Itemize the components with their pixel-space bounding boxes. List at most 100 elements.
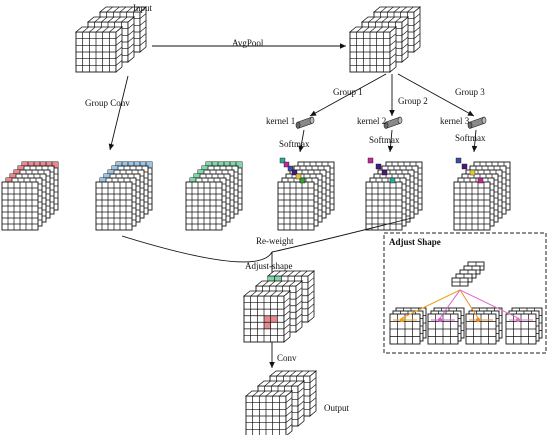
- inset-connector: [459, 289, 479, 319]
- feature-slice: [453, 181, 491, 231]
- kernel1-shape: [295, 116, 315, 129]
- feature-slab-green: [185, 161, 243, 231]
- cube-side-face: [127, 16, 135, 63]
- inset-connector: [459, 289, 519, 319]
- group1-label: Group 1: [333, 87, 363, 97]
- weight-cell: [381, 169, 388, 176]
- cube-top-face: [242, 290, 292, 297]
- kernel1-label: kernel 1: [266, 116, 296, 126]
- cube-top-face: [86, 16, 136, 23]
- cube-side-face: [115, 26, 123, 73]
- cube-top-face: [74, 26, 124, 33]
- reweight-curve-left: [121, 235, 273, 263]
- adjusted-tensor: [242, 270, 316, 343]
- avgpool-tensor: [348, 6, 422, 73]
- cube-top-face: [266, 270, 316, 277]
- cube-top-face: [360, 16, 410, 23]
- feature-slice: [365, 181, 403, 231]
- feature-slab-blue: [95, 161, 153, 231]
- cube-top-face: [244, 390, 294, 397]
- weight-cell: [299, 177, 306, 184]
- softmax1-label: Softmax: [279, 139, 310, 149]
- weight-cell: [477, 177, 484, 184]
- cube-side-face: [297, 380, 305, 427]
- weight-cell: [389, 177, 396, 184]
- inset-grid-1: [389, 289, 461, 345]
- weight-cell: [469, 169, 476, 176]
- cube-side-face: [295, 280, 303, 333]
- group1-arrow: [309, 73, 387, 117]
- cube-side-face: [139, 6, 147, 53]
- inset-title: Adjust Shape: [389, 237, 441, 247]
- inset-grid-2: [427, 289, 465, 345]
- avgpool-label: AvgPool: [232, 38, 264, 48]
- feature-slab-red: [1, 161, 59, 231]
- cube-side-face: [389, 26, 397, 73]
- feature-slice: [95, 181, 133, 231]
- inset-grid-slice: [389, 313, 421, 345]
- output-tensor: [244, 370, 318, 435]
- adjusted-slice: [243, 295, 285, 343]
- kernel3-shape: [467, 116, 487, 129]
- adjust-shape-inset: [383, 232, 547, 354]
- adjust-shape-label: Adjust-shape: [245, 261, 293, 271]
- softmax3-label: Softmax: [455, 133, 486, 143]
- feature-slice: [277, 181, 315, 231]
- cube-side-face: [401, 16, 409, 63]
- kernel2-label: kernel 2: [357, 116, 387, 126]
- cube-top-face: [348, 26, 398, 33]
- cube-top-face: [254, 280, 304, 287]
- weight-cell: [279, 157, 286, 164]
- conv-label: Conv: [277, 353, 297, 363]
- group2-label: Group 2: [398, 96, 428, 106]
- kernel3-arrow: [471, 129, 478, 153]
- weight-cell: [287, 165, 294, 172]
- inset-grid-slice: [505, 313, 537, 345]
- weight-slab-2: [365, 157, 423, 231]
- softmax2-label: Softmax: [369, 135, 400, 145]
- tensor-slice: [75, 31, 117, 73]
- cube-top-face: [372, 6, 422, 13]
- inset-grid-4: [459, 289, 543, 345]
- avgpool-arrow: [152, 43, 346, 49]
- group3-arrow: [397, 73, 475, 117]
- weight-cell: [375, 163, 382, 170]
- reweight-curve-right: [271, 217, 413, 253]
- cube-top-face: [256, 380, 306, 387]
- output-label: Output: [324, 403, 350, 413]
- tensor-slice: [245, 395, 287, 435]
- inset-connector: [439, 289, 461, 319]
- cube-side-face: [285, 390, 293, 435]
- weight-slab-1: [277, 157, 335, 231]
- weight-slab-3: [453, 157, 511, 231]
- tensor-slice: [349, 31, 391, 73]
- weight-cell: [455, 157, 462, 164]
- kernel1-arrow: [298, 129, 305, 153]
- cube-top-face: [98, 6, 148, 13]
- group-conv-label: Group Conv: [85, 98, 130, 108]
- input-label: Input: [133, 3, 152, 13]
- inset-connector: [401, 289, 461, 319]
- weight-cell: [295, 173, 302, 180]
- cube-side-face: [307, 270, 315, 323]
- inset-grid-slice: [465, 313, 497, 345]
- weight-cell: [461, 163, 468, 170]
- group2-arrow: [389, 74, 395, 116]
- input-tensor: [74, 6, 148, 73]
- reweight-label: Re-weight: [256, 236, 294, 246]
- group-conv-arrow: [108, 75, 129, 151]
- inset-grid-3: [459, 289, 503, 345]
- inset-border: [383, 232, 547, 354]
- cube-top-face: [268, 370, 318, 377]
- cube-side-face: [283, 290, 291, 343]
- cube-side-face: [413, 6, 421, 53]
- inset-source-tensor: [451, 261, 485, 287]
- kernel3-label: kernel 3: [440, 116, 470, 126]
- feature-slice: [1, 181, 39, 231]
- group3-label: Group 3: [455, 87, 485, 97]
- kernel2-shape: [383, 116, 403, 129]
- conv-arrow: [269, 342, 275, 368]
- weight-cell: [367, 157, 374, 164]
